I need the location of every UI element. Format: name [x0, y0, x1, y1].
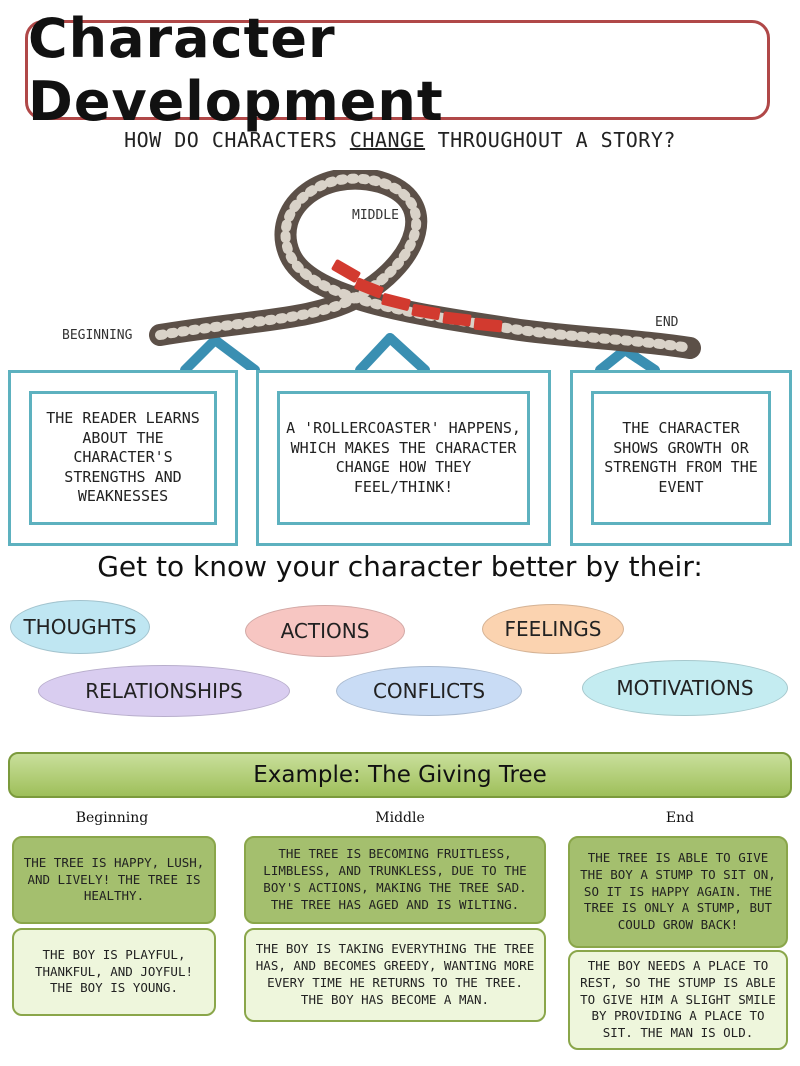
question-after: THROUGHOUT A STORY?	[425, 128, 676, 152]
tree-card-beginning: The tree is happy, lush, and lively! The…	[12, 836, 216, 924]
trait-feelings: FEELINGS	[482, 604, 624, 654]
question-before: HOW DO CHARACTERS	[124, 128, 350, 152]
label-end: END	[655, 315, 679, 330]
stage-box-middle: A 'rollercoaster' happens, which makes t…	[256, 370, 551, 546]
column-label-beginning: Beginning	[75, 810, 149, 826]
rollercoaster-illustration	[149, 170, 701, 370]
boy-card-beginning: The boy is playful, thankful, and joyful…	[12, 928, 216, 1016]
tree-card-end: The tree is able to give the boy a stump…	[568, 836, 788, 948]
coaster-car	[331, 259, 361, 283]
question-emphasis: CHANGE	[349, 128, 426, 152]
trait-thoughts: THOUGHTS	[10, 600, 150, 654]
stage-text-middle: A 'rollercoaster' happens, which makes t…	[277, 391, 530, 525]
column-label-end: End	[665, 810, 695, 826]
coaster-car	[354, 277, 384, 299]
example-title-bar: Example: The Giving Tree	[8, 752, 792, 798]
trait-relationships: RELATIONSHIPS	[38, 665, 290, 717]
label-middle: MIDDLE	[352, 208, 399, 223]
know-heading: Get to know your character better by the…	[97, 550, 703, 583]
coaster-car	[442, 311, 472, 327]
coaster-car	[473, 317, 503, 333]
coaster-car	[381, 293, 411, 311]
column-label-middle: Middle	[375, 810, 425, 826]
trait-motivations: MOTIVATIONS	[582, 660, 788, 716]
stage-box-end: The character shows growth or strength f…	[570, 370, 792, 546]
stage-box-beginning: The reader learns about the character's …	[8, 370, 238, 546]
coaster-car	[411, 303, 441, 321]
trait-conflicts: CONFLICTS	[336, 666, 522, 716]
coaster-track	[149, 170, 701, 359]
page-title: Character Development	[28, 7, 444, 133]
title-banner: Character Development	[25, 7, 770, 133]
coaster-supports	[180, 333, 660, 370]
guiding-question: HOW DO CHARACTERS CHANGE THROUGHOUT A ST…	[0, 128, 800, 152]
boy-card-end: The boy needs a place to rest, so the st…	[568, 950, 788, 1050]
boy-card-middle: The boy is taking everything the tree ha…	[244, 928, 546, 1022]
trait-actions: ACTIONS	[245, 605, 405, 657]
stage-text-beginning: The reader learns about the character's …	[29, 391, 217, 525]
coaster-cars	[331, 259, 503, 333]
label-beginning: BEGINNING	[62, 328, 133, 343]
stage-text-end: The character shows growth or strength f…	[591, 391, 771, 525]
tree-card-middle: The tree is becoming fruitless, limbless…	[244, 836, 546, 924]
